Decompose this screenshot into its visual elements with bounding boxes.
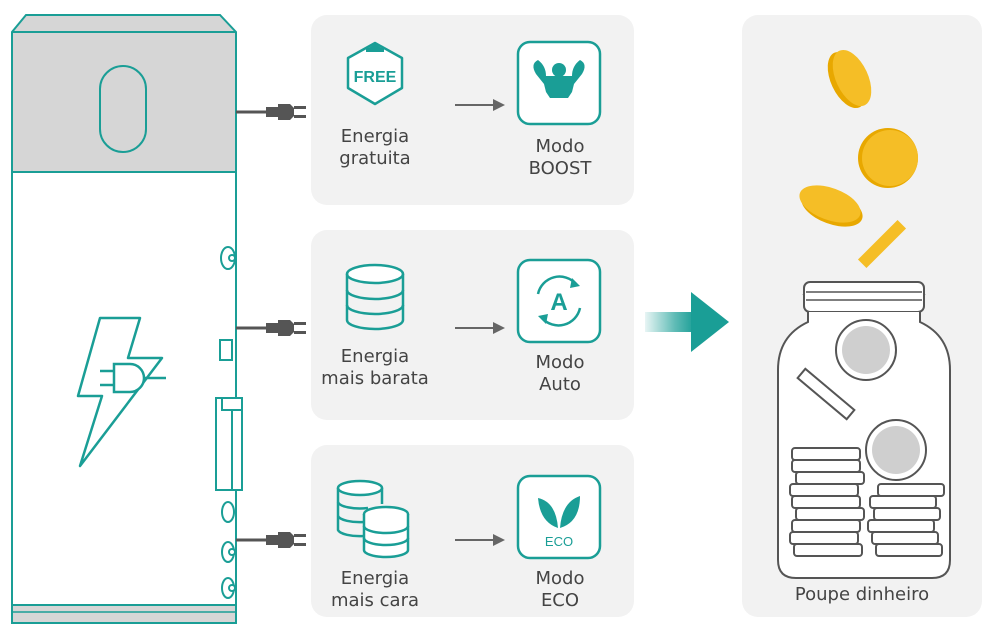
stacked-coins-icon	[336, 479, 410, 559]
coin-jar-icon	[777, 49, 951, 579]
mode-label-boost: Modo BOOST	[528, 136, 592, 179]
free-badge-icon: FREE	[346, 41, 404, 106]
free-badge-text: FREE	[354, 69, 397, 86]
source-label-cheap: Energia mais barata	[321, 346, 429, 389]
savings-label: Poupe dinheiro	[794, 584, 930, 605]
eco-badge-text: ECO	[545, 534, 573, 549]
electric-bolt-plug-icon	[76, 316, 166, 468]
power-plug-1	[236, 104, 306, 120]
source-label-expensive: Energia mais cara	[330, 568, 420, 611]
power-plug-2	[236, 320, 306, 336]
muscle-icon	[516, 40, 602, 126]
arrow-right-1	[455, 99, 505, 111]
mode-label-eco: Modo ECO	[535, 568, 585, 611]
source-label-free: Energia gratuita	[339, 126, 411, 169]
database-icon	[345, 263, 405, 331]
power-plug-3	[236, 532, 306, 548]
mode-label-auto: Modo Auto	[535, 352, 585, 395]
arrow-right-3	[455, 534, 505, 546]
big-arrow-right	[645, 292, 729, 352]
auto-badge-text: A	[550, 289, 567, 316]
eco-leaf-icon: ECO	[516, 474, 602, 560]
arrow-right-2	[455, 322, 505, 334]
auto-cycle-icon: A	[516, 258, 602, 344]
